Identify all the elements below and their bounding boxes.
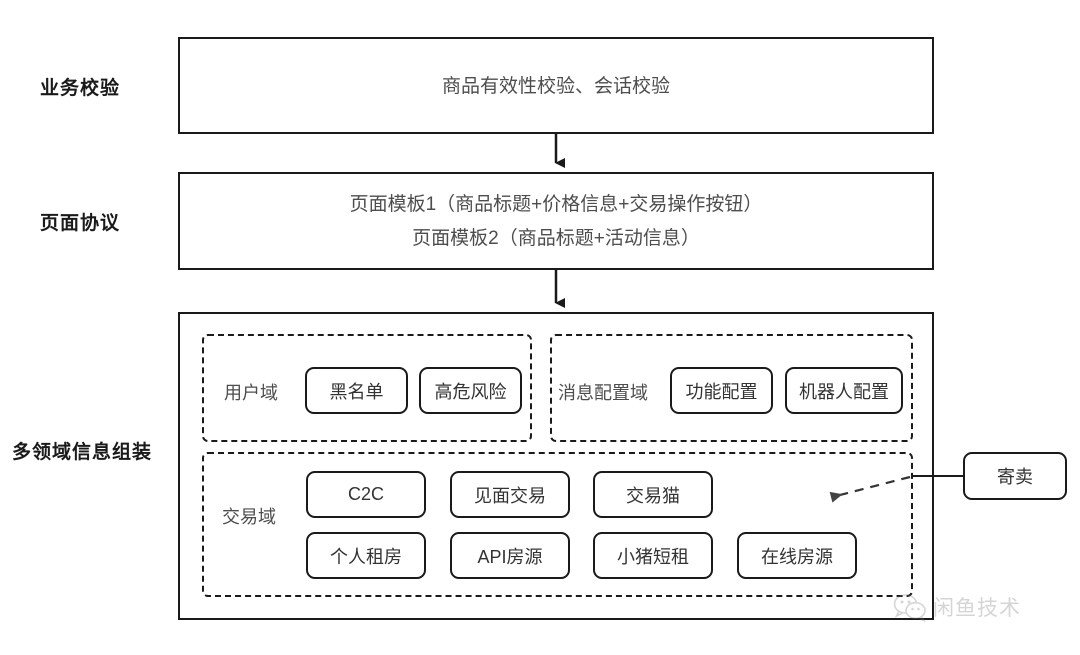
chip-robot-config[interactable]: 机器人配置	[785, 367, 903, 414]
trade-domain-group[interactable]	[202, 452, 913, 597]
row-label-page-protocol: 页面协议	[40, 213, 121, 234]
chip-xiaozhu-short-rental[interactable]: 小猪短租	[593, 532, 713, 579]
watermark: 闲鱼技术	[893, 592, 1021, 622]
consignment-callout[interactable]: 寄卖	[963, 452, 1067, 500]
business-validation-text: 商品有效性校验、会话校验	[441, 76, 670, 97]
watermark-text: 闲鱼技术	[933, 597, 1021, 620]
chip-online-listings[interactable]: 在线房源	[737, 532, 857, 579]
wechat-icon	[893, 594, 926, 622]
row-label-multi-domain-assembly: 多领域信息组装	[12, 442, 153, 463]
chip-c2c[interactable]: C2C	[306, 471, 426, 518]
user-domain-group[interactable]	[202, 334, 532, 442]
chip-api-listings[interactable]: API房源	[450, 532, 570, 579]
chip-trade-cat[interactable]: 交易猫	[593, 471, 713, 518]
chip-function-config[interactable]: 功能配置	[670, 367, 773, 414]
message-config-domain-label: 消息配置域	[558, 383, 648, 403]
page-protocol-box[interactable]: 页面模板1（商品标题+价格信息+交易操作按钮） 页面模板2（商品标题+活动信息）	[178, 172, 934, 270]
chip-high-risk[interactable]: 高危风险	[419, 367, 522, 414]
page-protocol-template-1: 页面模板1（商品标题+价格信息+交易操作按钮）	[349, 194, 763, 215]
chip-meetup-trade[interactable]: 见面交易	[450, 471, 570, 518]
business-validation-box[interactable]: 商品有效性校验、会话校验	[178, 37, 934, 134]
row-label-business-validation: 业务校验	[40, 78, 121, 99]
trade-domain-label: 交易域	[222, 507, 276, 527]
user-domain-label: 用户域	[224, 383, 278, 403]
message-config-domain-group[interactable]	[550, 334, 913, 442]
chip-personal-rental[interactable]: 个人租房	[306, 532, 426, 579]
page-protocol-template-2: 页面模板2（商品标题+活动信息）	[412, 228, 700, 249]
chip-blacklist[interactable]: 黑名单	[305, 367, 408, 414]
